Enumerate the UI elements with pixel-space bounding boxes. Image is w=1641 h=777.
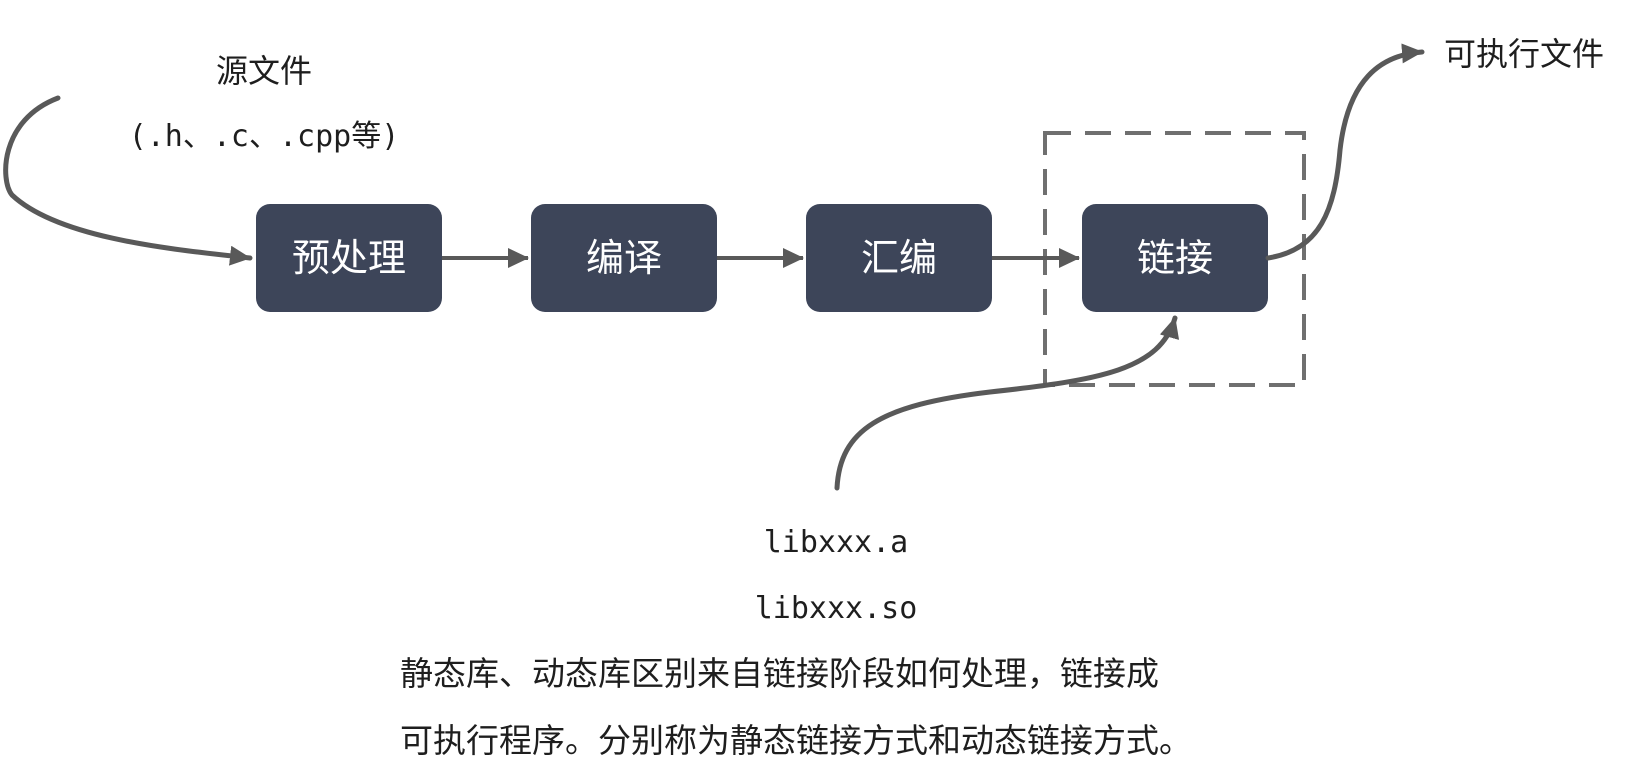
stage-preprocess: 预处理 bbox=[256, 204, 442, 312]
stage-assemble-label: 汇编 bbox=[861, 236, 937, 280]
stage-compile-label: 编译 bbox=[586, 236, 662, 280]
executable-file-label: 可执行文件 bbox=[1444, 35, 1604, 73]
stage-assemble: 汇编 bbox=[806, 204, 992, 312]
source-file-title: 源文件 bbox=[216, 52, 312, 90]
stage-link-label: 链接 bbox=[1137, 236, 1213, 280]
source-file-extensions: (.h、.c、.cpp等) bbox=[129, 119, 400, 154]
stage-link-box bbox=[1082, 204, 1268, 312]
libraries-to-link-arrow bbox=[834, 315, 1180, 491]
stage-assemble-box bbox=[806, 204, 992, 312]
stage-preprocess-label: 预处理 bbox=[292, 236, 406, 280]
static-library-name: libxxx.a bbox=[764, 525, 909, 560]
stage-preprocess-box bbox=[256, 204, 442, 312]
link-to-executable-arrow bbox=[1265, 43, 1425, 261]
note-line-2: 可执行程序。分别称为静态链接方式和动态链接方式。 bbox=[400, 721, 1192, 760]
stage-compile: 编译 bbox=[531, 204, 717, 312]
source-to-preprocess-arrow bbox=[3, 95, 253, 266]
note-line-1: 静态库、动态库区别来自链接阶段如何处理，链接成 bbox=[400, 654, 1159, 693]
stage-compile-box bbox=[531, 204, 717, 312]
dynamic-library-name: libxxx.so bbox=[755, 591, 918, 626]
stage-link: 链接 bbox=[1082, 204, 1268, 312]
